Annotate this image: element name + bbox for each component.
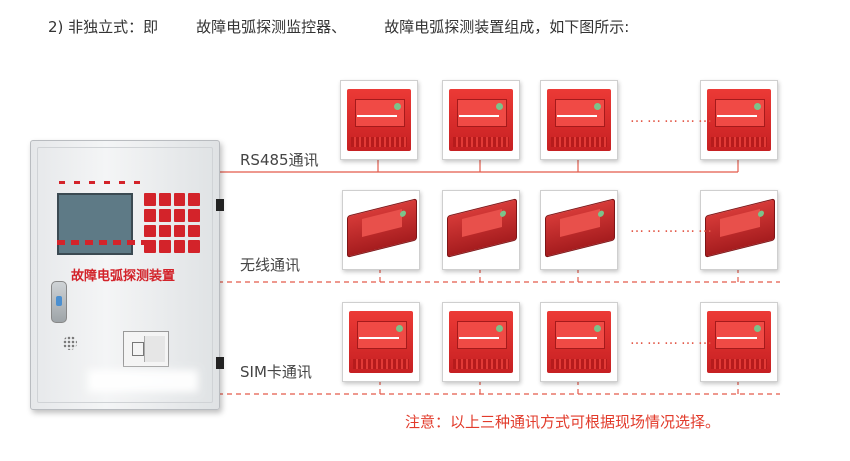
channel-label-rs485: RS485通讯 [240,151,319,169]
detector-module [442,80,520,160]
hinge-icon [216,199,224,211]
redacted-area [88,370,198,392]
wireless-detector-module [700,190,778,270]
more-modules-ellipsis: …………… [630,220,715,236]
heading-middle: 故障电弧探测监控器、 [196,18,347,36]
indicator-leds [59,181,140,184]
cabinet-label: 故障电弧探测装置 [71,269,176,284]
heading-prefix: 2) 非独立式：即 [48,18,159,36]
detector-module [342,302,420,382]
detector-module [700,80,778,160]
cabinet-door [37,147,213,403]
channel-label-wireless: 无线通讯 [240,256,301,274]
printer-icon [123,331,169,367]
rs485-lines [218,158,739,173]
more-modules-ellipsis: …………… [630,332,715,348]
arc-detector-cabinet: 故障电弧探测装置 [30,140,224,410]
redacted-area [158,20,197,35]
hinge-icon [216,357,224,369]
sim-lines [218,380,780,395]
redacted-area [346,20,385,35]
detector-module [540,80,618,160]
door-lock-icon [51,281,67,323]
lcd-screen [57,193,133,255]
function-buttons [57,240,149,245]
detector-module [442,302,520,382]
channel-label-sim: SIM卡通讯 [240,363,312,381]
selection-note: 注意：以上三种通讯方式可根据现场情况选择。 [405,413,721,431]
keypad [144,193,200,253]
speaker-grille-icon [63,336,77,350]
wireless-detector-module [342,190,420,270]
detector-module [340,80,418,160]
detector-module [700,302,778,382]
wireless-detector-module [442,190,520,270]
more-modules-ellipsis: …………… [630,110,715,126]
wireless-lines [218,268,780,283]
wireless-detector-module [540,190,618,270]
heading-suffix: 故障电弧探测装置组成，如下图所示: [384,18,630,36]
page-heading: 2) 非独立式：即 故障电弧探测监控器、 故障电弧探测装置组成，如下图所示: [48,16,629,37]
detector-module [540,302,618,382]
